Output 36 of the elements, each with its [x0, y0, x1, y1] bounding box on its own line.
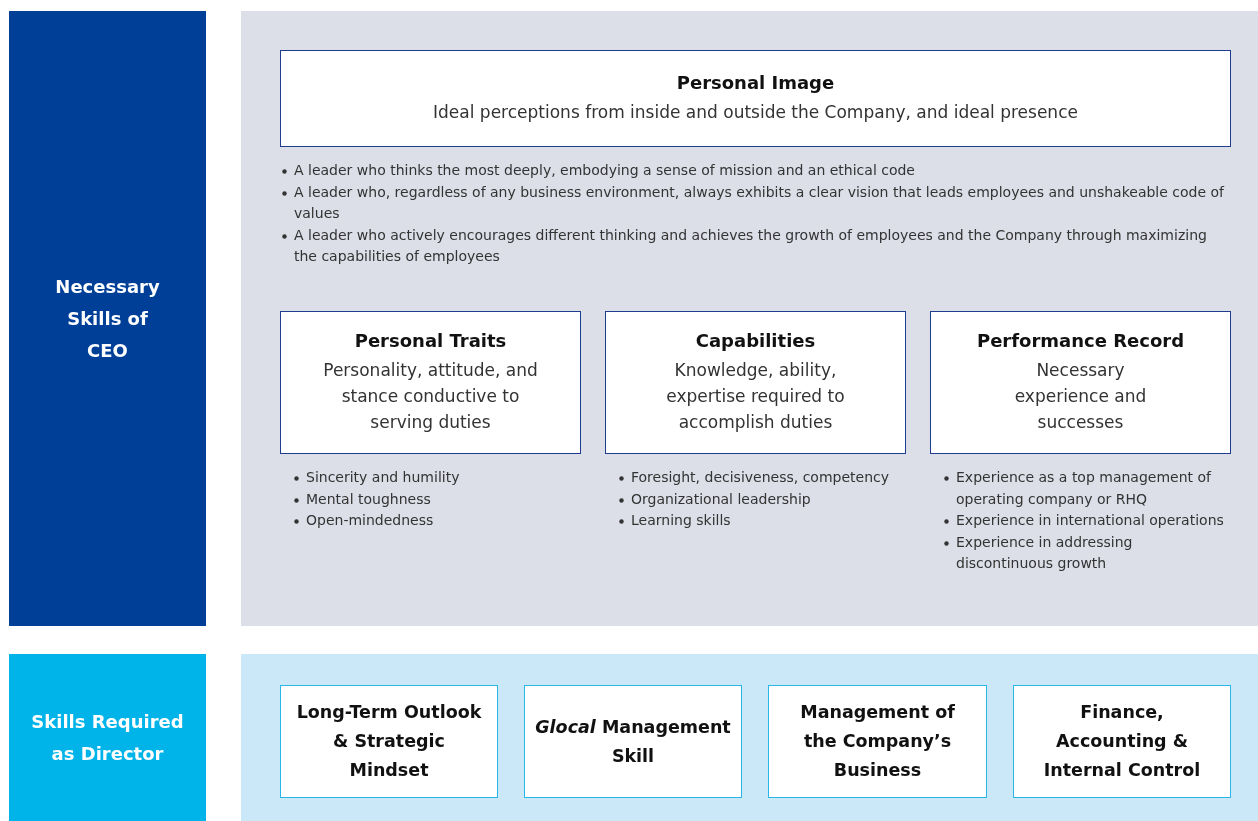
card-description: Necessary experience and successes — [1013, 359, 1148, 434]
bullet-item: Experience in international operations — [956, 512, 1224, 528]
category-card — [280, 50, 1231, 147]
card-description: Personality, attitude, and stance conductive to serving duties — [322, 359, 539, 434]
category-card — [280, 685, 498, 798]
bullet-item: Foresight, decisiveness, competency — [631, 469, 889, 485]
category-band: Skills Required as Director — [9, 654, 206, 821]
category-card — [524, 685, 742, 798]
bullet-item: Sincerity and humility — [306, 469, 460, 485]
card-title: Personal Image — [675, 72, 836, 93]
category-card — [605, 311, 906, 454]
card-description: Ideal perceptions from inside and outside the Company, and ideal presence — [432, 101, 1079, 124]
bullet-item: Experience as a top management of operating company or RHQ — [956, 469, 1211, 507]
bullet-item: A leader who actively encourages different thinking and achieves the growth of employees and the Company through maximizing the capabilities of employees — [294, 226, 1207, 264]
card-title: Personal Traits — [353, 330, 508, 351]
bullet-item: A leader who, regardless of any business environment, always exhibits a clear vision that leads employees and unshakeable code of values — [294, 183, 1224, 221]
bullet-item: Open-mindedness — [306, 512, 434, 528]
bullet-item: Learning skills — [631, 512, 731, 528]
card-description: Knowledge, ability, expertise required to accomplish duties — [665, 359, 846, 434]
category-band: Necessary Skills of CEO — [9, 11, 206, 626]
bullet-item: Mental toughness — [306, 490, 431, 507]
skill-title: Glocal Management Skill — [534, 715, 732, 768]
category-card — [930, 311, 1231, 454]
card-title: Capabilities — [694, 330, 817, 351]
skill-title: Long-Term Outlook & Strategic Mindset — [295, 701, 483, 782]
panel-background — [241, 11, 1258, 626]
skill-title: Management of the Company’s Business — [799, 701, 956, 782]
bullet-item: A leader who thinks the most deeply, embodying a sense of mission and an ethical code — [294, 162, 915, 178]
bullet-item: Organizational leadership — [631, 490, 811, 507]
category-card — [280, 311, 581, 454]
category-card — [1013, 685, 1231, 798]
panel-background — [241, 654, 1258, 821]
card-title: Performance Record — [975, 330, 1186, 351]
skill-title: Finance, Accounting & Internal Control — [1042, 701, 1202, 782]
bullet-item: Experience in addressing discontinuous growth — [956, 533, 1133, 571]
category-card — [768, 685, 987, 798]
